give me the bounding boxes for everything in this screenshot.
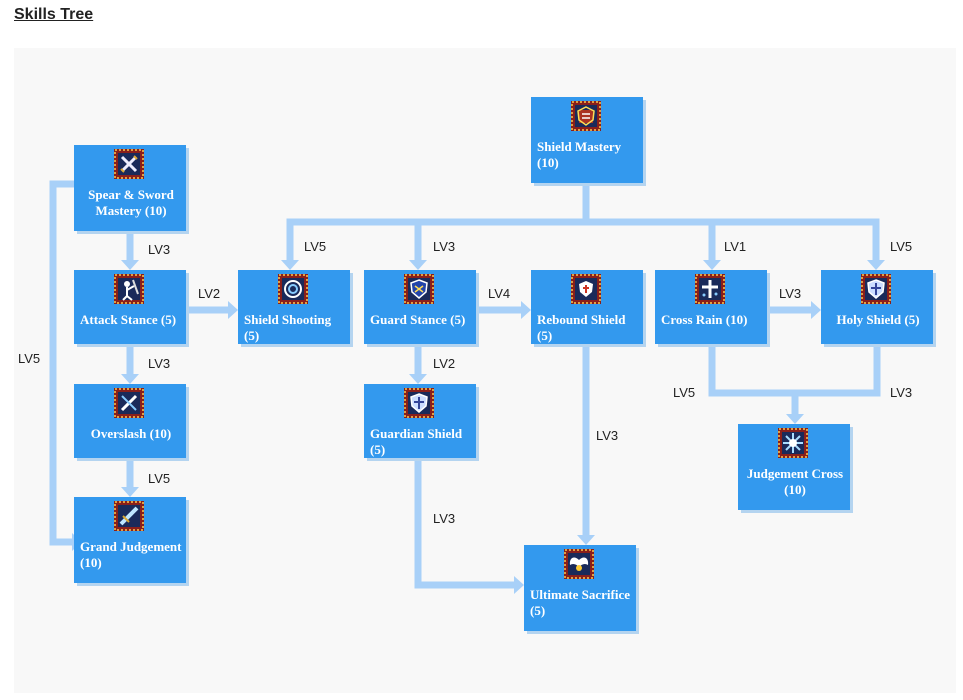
judgement-cross-icon: [778, 428, 808, 458]
connector-line: [414, 458, 516, 589]
skill-label: Guard Stance (5): [370, 312, 466, 327]
attack-stance-icon: [114, 274, 144, 304]
arrow-head: [121, 260, 139, 270]
skills-tree-diagram: Spear & Sword Mastery (10) Attack Stance…: [14, 48, 956, 693]
req-level-label: LV5: [304, 239, 327, 254]
arrow-head: [867, 260, 885, 270]
skill-label: Holy Shield (5): [836, 312, 920, 327]
req-level-label: LV3: [890, 385, 913, 400]
skill-shield-shooting[interactable]: Shield Shooting (5): [238, 270, 350, 344]
arrow-head: [281, 260, 299, 270]
req-level-label: LV3: [433, 239, 456, 254]
skill-label: Overslash (10): [90, 426, 172, 441]
req-level-label: LV5: [673, 385, 696, 400]
skill-attack-stance[interactable]: Attack Stance (5): [74, 270, 186, 344]
skill-grand-judgement[interactable]: Grand Judgement (10): [74, 497, 186, 583]
connector-line: [708, 344, 881, 397]
arrow-head: [121, 374, 139, 384]
arrow-head: [121, 487, 139, 497]
req-level-label: LV3: [148, 242, 171, 257]
skill-label: Shield Mastery (10): [537, 139, 622, 170]
req-level-label: LV3: [148, 356, 171, 371]
skill-judgement-cross[interactable]: Judgement Cross (10): [738, 424, 850, 510]
req-level-label: LV1: [724, 239, 747, 254]
req-level-label: LV4: [488, 286, 511, 301]
arrow-head: [703, 260, 721, 270]
arrow-head: [521, 301, 531, 319]
skill-label: Grand Judgement (10): [80, 539, 182, 570]
connector-line: [286, 183, 590, 262]
skill-label: Rebound Shield (5): [537, 312, 626, 343]
skill-holy-shield[interactable]: Holy Shield (5): [821, 270, 933, 344]
skill-ultimate-sacrifice[interactable]: Ultimate Sacrifice (5): [524, 545, 636, 631]
req-level-label: LV3: [779, 286, 802, 301]
skill-label: Judgement Cross (10): [746, 466, 844, 497]
arrow-head: [409, 260, 427, 270]
skill-rebound-shield[interactable]: Rebound Shield (5): [531, 270, 643, 344]
arrow-head: [786, 414, 804, 424]
req-level-label: LV2: [433, 356, 456, 371]
connector-layer: [49, 180, 885, 594]
skill-guard-stance[interactable]: Guard Stance (5): [364, 270, 476, 344]
page-title: Skills Tree: [14, 6, 94, 23]
skill-label: Ultimate Sacrifice (5): [530, 587, 630, 618]
connector-line: [586, 218, 880, 262]
shield-shooting-icon: [278, 274, 308, 304]
skill-label: Shield Shooting (5): [244, 312, 332, 343]
skill-cross-rain[interactable]: Cross Rain (10): [655, 270, 767, 344]
skill-overslash[interactable]: Overslash (10): [74, 384, 186, 458]
skill-label: Spear & Sword Mastery (10): [88, 187, 174, 218]
shield-mastery-icon: [571, 101, 601, 131]
req-level-label: LV5: [148, 471, 171, 486]
req-level-label: LV3: [433, 511, 456, 526]
arrow-head: [577, 535, 595, 545]
req-level-label: LV5: [890, 239, 913, 254]
skill-guardian-shield[interactable]: Guardian Shield (5): [364, 384, 476, 458]
holy-shield-icon: [861, 274, 891, 304]
skill-label: Guardian Shield (5): [370, 426, 463, 457]
guardian-shield-icon: [404, 388, 434, 418]
req-level-label: LV3: [596, 428, 619, 443]
arrow-head: [409, 374, 427, 384]
overslash-icon: [114, 388, 144, 418]
arrow-head: [811, 301, 821, 319]
connector-line: [49, 180, 74, 546]
arrow-head: [514, 576, 524, 594]
grand-judgement-icon: [114, 501, 144, 531]
req-level-label: LV2: [198, 286, 221, 301]
skill-label: Attack Stance (5): [80, 312, 177, 327]
guard-stance-icon: [404, 274, 434, 304]
req-level-label: LV5: [18, 351, 41, 366]
cross-rain-icon: [695, 274, 725, 304]
crossed-swords-icon: [114, 149, 144, 179]
skill-shield-mastery[interactable]: Shield Mastery (10): [531, 97, 643, 183]
skill-spear-sword-mastery[interactable]: Spear & Sword Mastery (10): [74, 145, 186, 231]
skill-label: Cross Rain (10): [661, 312, 748, 327]
ultimate-sacrifice-icon: [564, 549, 594, 579]
rebound-shield-icon: [571, 274, 601, 304]
arrow-head: [228, 301, 238, 319]
